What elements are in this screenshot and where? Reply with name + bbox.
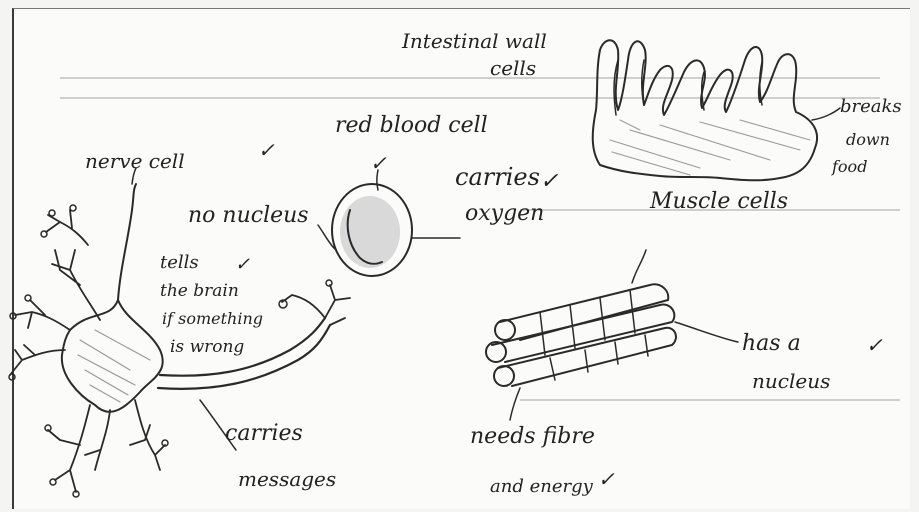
label-carries-messages-1: carries	[225, 421, 303, 446]
tick-energy: ✓	[598, 467, 615, 491]
label-red-blood-cell: red blood cell	[335, 113, 488, 138]
label-down: down	[846, 130, 890, 149]
label-carries-messages-2: messages	[238, 467, 336, 491]
label-nucleus: nucleus	[752, 369, 830, 393]
tick-oxygen: ✓	[540, 169, 559, 194]
label-intestinal-cells: cells	[490, 56, 536, 80]
label-is-wrong: is wrong	[170, 337, 244, 357]
label-the-brain: the brain	[160, 281, 239, 301]
label-needs-fibre: needs fibre	[470, 424, 595, 449]
label-no-nucleus: no nucleus	[188, 203, 309, 228]
label-intestinal-wall: Intestinal wall	[401, 29, 547, 53]
tick-nerve: ✓	[258, 138, 275, 162]
label-has-a: has a	[742, 331, 801, 356]
label-food: food	[831, 157, 867, 176]
tick-tells: ✓	[235, 254, 250, 275]
label-oxygen: oxygen	[465, 201, 544, 226]
label-if-something: if something	[162, 309, 263, 328]
label-and-energy: and energy	[490, 476, 594, 497]
label-carries: carries	[455, 163, 540, 191]
label-breaks: breaks	[840, 96, 902, 117]
label-nerve-cell: nerve cell	[85, 149, 185, 173]
tick-nucleus: ✓	[866, 333, 883, 357]
tick-rbc: ✓	[370, 151, 387, 175]
label-tells: tells	[160, 252, 199, 273]
label-muscle-cells: Muscle cells	[649, 189, 788, 214]
